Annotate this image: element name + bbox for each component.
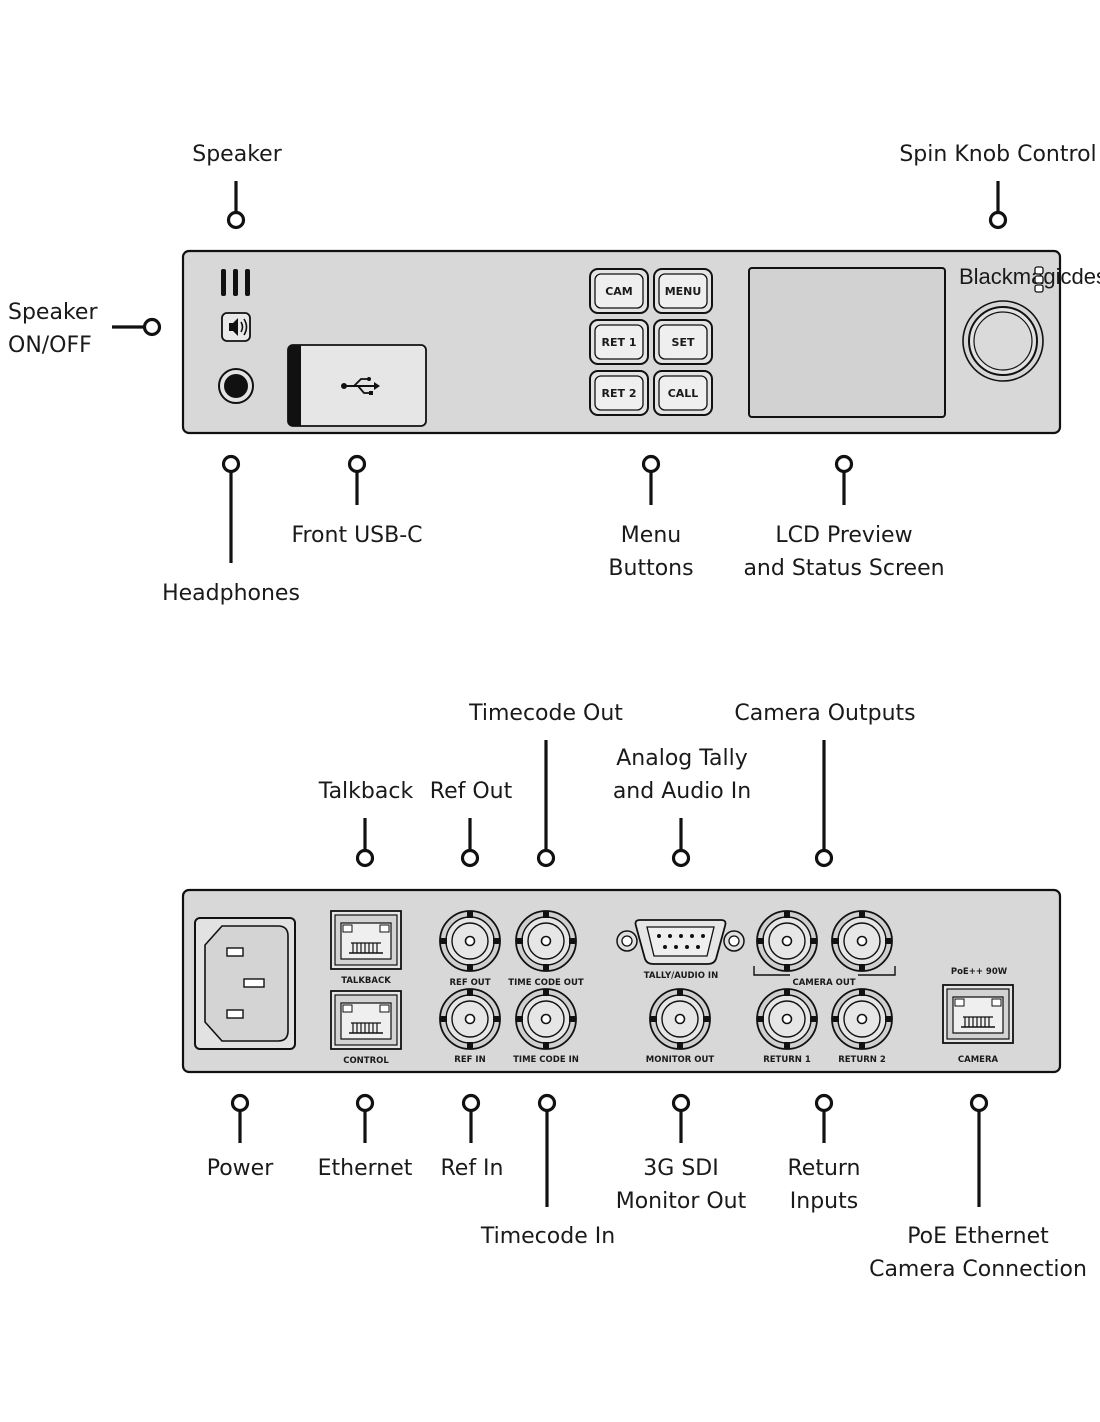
timecode-out-panel-label: TIME CODE OUT (508, 978, 584, 988)
callout-lcd-line2: and Status Screen (743, 556, 944, 581)
set-button[interactable]: SET (653, 319, 713, 365)
control-panel-label: CONTROL (343, 1056, 389, 1066)
return-2-bnc[interactable] (831, 988, 893, 1050)
call-button[interactable]: CALL (653, 370, 713, 416)
menu-button[interactable]: MENU (653, 268, 713, 314)
callout-return-line2: Inputs (790, 1189, 858, 1214)
callout-poe-line1: PoE Ethernet (907, 1224, 1049, 1249)
front-panel: CAM MENU RET 1 SET RET 2 (181, 249, 1100, 435)
callout-analog-line1: Analog Tally (616, 746, 748, 771)
front-callouts: Speaker Spin Knob Control Speaker ON/OFF… (8, 142, 1097, 606)
callout-sdi-line1: 3G SDI (643, 1156, 718, 1181)
control-port[interactable] (330, 990, 402, 1050)
ret1-button-label: RET 1 (602, 336, 637, 349)
tally-audio-in-port[interactable] (616, 919, 745, 965)
ret2-button-label: RET 2 (602, 387, 637, 400)
cam-button-label: CAM (605, 285, 633, 298)
return-1-panel-label: RETURN 1 (763, 1055, 811, 1065)
rear-callouts-bottom: Power Ethernet Ref In Timecode In 3G SDI… (207, 1093, 1087, 1282)
poe-panel-label: PoE++ 90W (951, 967, 1008, 977)
lcd-screen (748, 267, 946, 418)
callout-return-line1: Return (787, 1156, 860, 1181)
talkback-port[interactable] (330, 910, 402, 970)
callout-speaker-onoff-line1: Speaker (8, 300, 98, 325)
camera-out-panel-label: CAMERA OUT (792, 978, 855, 988)
callout-sdi-line2: Monitor Out (616, 1189, 747, 1214)
callout-timecode-in: Timecode In (480, 1224, 615, 1249)
callout-analog-line2: and Audio In (613, 779, 751, 804)
tally-audio-panel-label: TALLY/AUDIO IN (644, 971, 718, 981)
camera-panel-label: CAMERA (958, 1055, 999, 1065)
menu-buttons: CAM MENU RET 1 SET RET 2 (589, 268, 713, 416)
callout-spin-knob: Spin Knob Control (899, 142, 1096, 167)
ret2-button[interactable]: RET 2 (589, 370, 649, 416)
speaker-grille (221, 269, 250, 296)
power-inlet[interactable] (194, 917, 296, 1050)
headphones-jack[interactable] (218, 368, 254, 404)
callout-camera-outputs: Camera Outputs (734, 701, 915, 726)
speaker-icon (229, 318, 238, 336)
brand-logo-icon (1034, 266, 1044, 293)
callout-poe-line2: Camera Connection (869, 1257, 1087, 1282)
cam-button[interactable]: CAM (589, 268, 649, 314)
brand-logo-text: Blackmagicdesign (959, 264, 1100, 289)
callout-ref-out: Ref Out (430, 779, 513, 804)
ret1-button[interactable]: RET 1 (589, 319, 649, 365)
call-button-label: CALL (668, 387, 699, 400)
monitor-out-bnc[interactable] (649, 988, 711, 1050)
camera-out-1-bnc[interactable] (756, 910, 818, 972)
camera-poe-port[interactable] (942, 984, 1014, 1044)
callout-speaker: Speaker (192, 142, 282, 167)
callout-ethernet: Ethernet (318, 1156, 413, 1181)
return-1-bnc[interactable] (756, 988, 818, 1050)
callout-menu-line1: Menu (621, 523, 681, 548)
ref-out-bnc[interactable] (439, 910, 501, 972)
callout-lcd-line1: LCD Preview (775, 523, 912, 548)
camera-out-2-bnc[interactable] (831, 910, 893, 972)
talkback-panel-label: TALKBACK (341, 976, 391, 986)
rear-panel: TALKBACK CONTROL REF OUT TIME CODE OUT R… (181, 888, 1062, 1074)
menu-button-label: MENU (665, 285, 702, 298)
callout-timecode-out: Timecode Out (468, 701, 623, 726)
timecode-in-bnc[interactable] (515, 988, 577, 1050)
set-button-label: SET (672, 336, 695, 349)
callout-headphones: Headphones (162, 581, 300, 606)
callout-talkback: Talkback (318, 779, 414, 804)
ref-in-bnc[interactable] (439, 988, 501, 1050)
callout-power: Power (207, 1156, 274, 1181)
front-usb-c-port[interactable] (287, 344, 427, 427)
callout-menu-line2: Buttons (608, 556, 693, 581)
rear-callouts-top: Timecode Out Camera Outputs Talkback Ref… (318, 701, 916, 868)
speaker-onoff-button[interactable] (221, 312, 251, 342)
callout-speaker-onoff-line2: ON/OFF (8, 333, 92, 358)
timecode-in-panel-label: TIME CODE IN (513, 1055, 579, 1065)
spin-knob[interactable] (962, 300, 1044, 382)
return-2-panel-label: RETURN 2 (838, 1055, 886, 1065)
usb-icon (341, 377, 380, 395)
callout-ref-in: Ref In (440, 1156, 503, 1181)
timecode-out-bnc[interactable] (515, 910, 577, 972)
ref-out-panel-label: REF OUT (449, 978, 490, 988)
ref-in-panel-label: REF IN (454, 1055, 485, 1065)
callout-front-usb: Front USB-C (291, 523, 422, 548)
monitor-out-panel-label: MONITOR OUT (646, 1055, 715, 1065)
